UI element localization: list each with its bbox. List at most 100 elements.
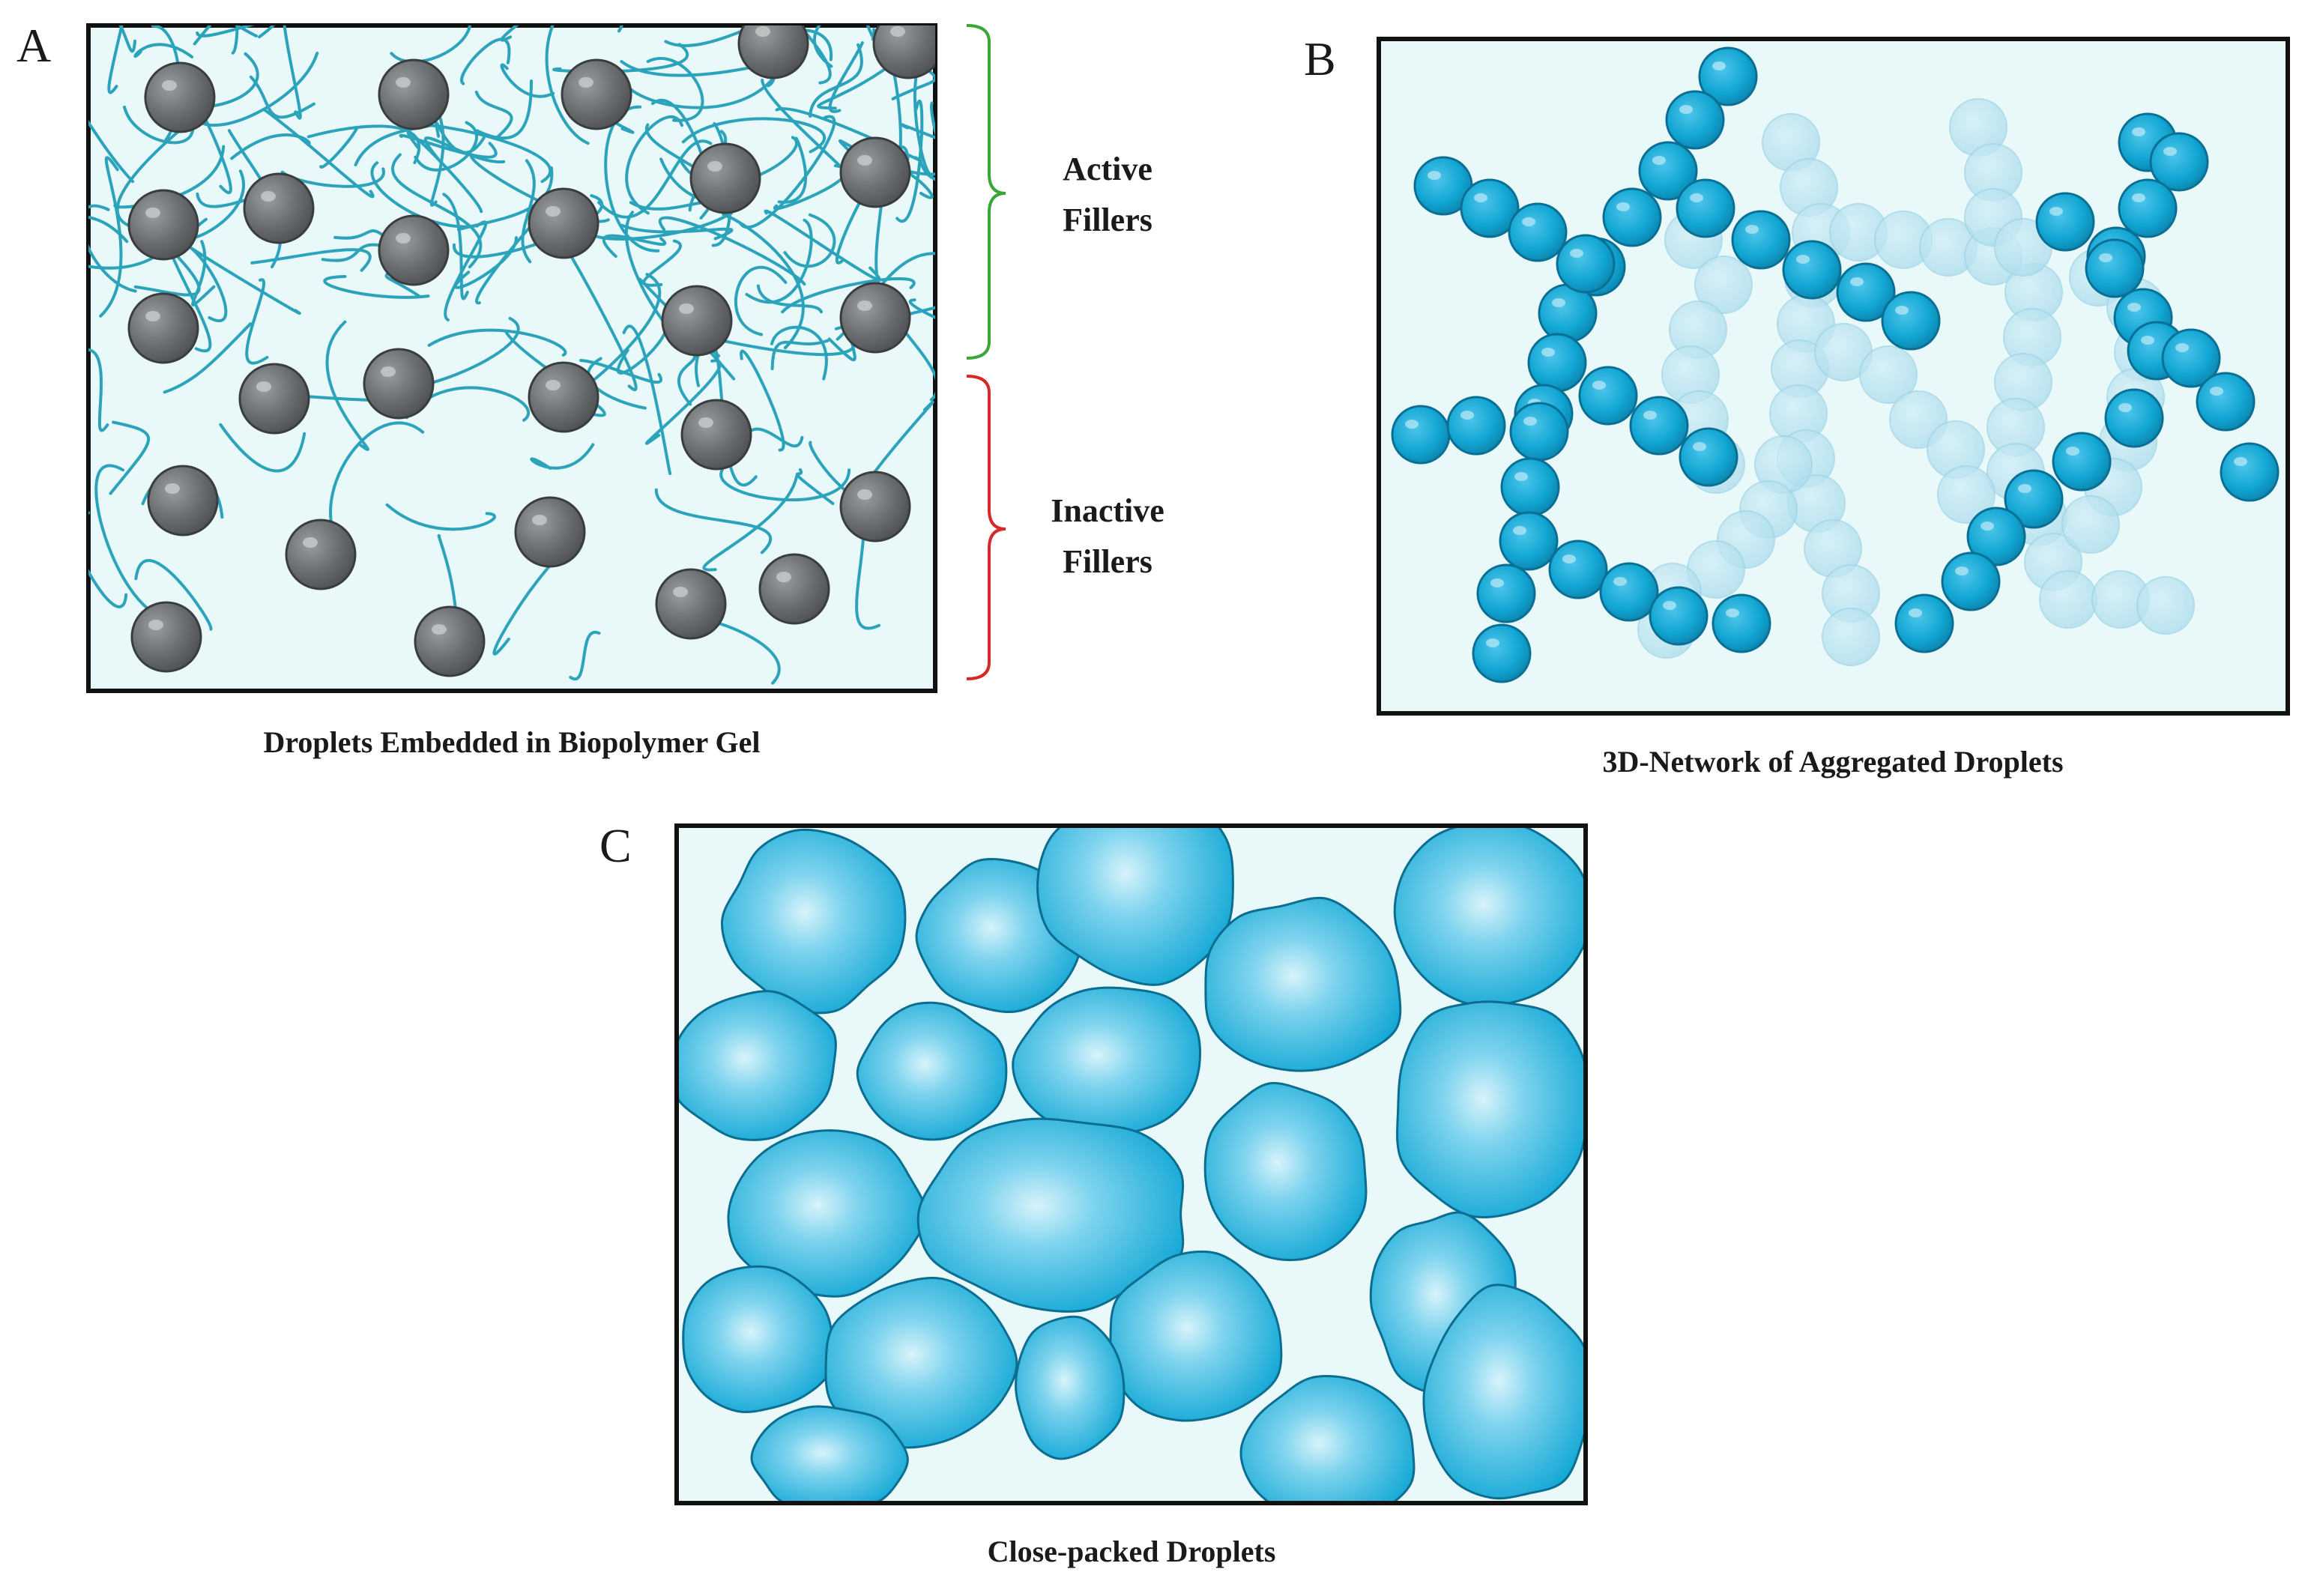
filler-droplet	[737, 25, 809, 79]
foreground-droplet	[1731, 210, 1791, 270]
fiber-strand	[500, 63, 555, 98]
filler-droplet	[839, 471, 911, 542]
fiber-strand	[194, 51, 319, 127]
fiber-strand	[740, 349, 785, 452]
fiber-strand	[88, 348, 109, 432]
fiber-strand	[828, 41, 864, 113]
fiber-strand	[795, 468, 835, 505]
panel-a-letter: A	[16, 19, 51, 72]
filler-droplet	[378, 214, 450, 286]
fiber-strand	[567, 252, 638, 391]
filler-highlight	[162, 80, 177, 91]
panel-c-letter: C	[599, 819, 632, 872]
filler-highlight	[679, 303, 694, 314]
foreground-droplet	[1782, 240, 1842, 300]
fiber-strand	[329, 421, 425, 545]
close-packed-droplet	[1422, 1284, 1586, 1500]
fiber-strand	[391, 153, 483, 269]
fiber-strand	[722, 213, 805, 350]
fiber-strand	[262, 107, 375, 199]
foreground-droplet	[1941, 551, 2001, 611]
fiber-strand	[658, 216, 806, 286]
fiber-strand	[133, 43, 194, 58]
fiber-strand	[370, 161, 477, 229]
filler-droplet	[561, 58, 632, 130]
fiber-strand	[756, 284, 823, 314]
filler-highlight	[256, 381, 271, 392]
fiber-strand	[719, 467, 851, 502]
filler-highlight	[857, 489, 872, 500]
foreground-droplet	[1527, 333, 1587, 393]
close-packed-droplet	[677, 990, 837, 1141]
droplet-highlight	[2066, 447, 2079, 456]
inactive-fillers-bracket	[966, 375, 1006, 680]
filler-highlight	[381, 366, 396, 377]
filler-droplet	[514, 496, 586, 568]
panel-c-caption: Close-packed Droplets	[988, 1535, 1276, 1568]
filler-droplet	[378, 58, 450, 130]
fiber-strand	[930, 101, 935, 137]
fiber-strand	[99, 156, 123, 318]
droplet-highlight	[2049, 207, 2063, 216]
filler-highlight	[396, 233, 411, 244]
background-droplet	[2136, 576, 2195, 635]
fiber-strand	[460, 37, 511, 85]
foreground-droplet	[1602, 187, 1662, 247]
droplet-highlight	[2234, 457, 2247, 466]
panel-a: A Active Fillers Inactive Fillers Drople…	[16, 19, 1164, 759]
filler-highlight	[145, 311, 160, 321]
fiber-strand	[250, 248, 372, 272]
fiber-strand	[734, 265, 788, 336]
fiber-strand	[625, 115, 683, 215]
fiber-strand	[702, 474, 799, 572]
filler-droplet	[363, 348, 435, 420]
filler-droplet	[238, 363, 310, 435]
close-packed-droplet	[1204, 896, 1402, 1072]
droplet-highlight	[1616, 202, 1630, 211]
filler-droplets	[127, 25, 935, 677]
foreground-droplet	[2161, 328, 2221, 388]
foreground-droplet	[1446, 396, 1506, 456]
foreground-droplet	[1638, 141, 1698, 201]
fiber-strand	[809, 43, 863, 118]
droplet-highlight	[1522, 217, 1535, 226]
fiber-strand	[569, 630, 601, 681]
foreground-droplet	[1712, 593, 1771, 653]
fiber-strand	[817, 53, 906, 110]
foreground-droplet	[2052, 432, 2112, 492]
droplet-highlight	[1613, 577, 1627, 586]
fiber-strand	[444, 220, 488, 321]
close-packed-droplet	[1109, 1250, 1283, 1422]
filler-highlight	[698, 417, 713, 428]
foreground-droplet	[1499, 511, 1559, 571]
fiber-strand	[530, 443, 595, 470]
droplet-highlight	[2127, 303, 2141, 312]
foreground-droplet	[1629, 396, 1689, 456]
filler-highlight	[546, 380, 561, 390]
fiber-strand	[88, 247, 168, 270]
droplet-highlight	[1693, 442, 1706, 451]
fiber-strand	[899, 123, 935, 139]
fiber-strand	[427, 328, 567, 357]
fiber-strand	[88, 215, 129, 244]
filler-droplet	[655, 568, 727, 640]
fiber-strand	[219, 423, 306, 473]
fiber-strand	[908, 298, 935, 319]
fiber-strand	[399, 133, 498, 159]
foreground-droplet	[1966, 507, 2026, 566]
fiber-strand	[918, 158, 935, 181]
filler-highlight	[546, 206, 561, 217]
background-droplet	[2039, 570, 2097, 629]
fiber-strand	[646, 57, 704, 122]
foreground-droplet	[1599, 562, 1659, 622]
background-droplet	[1694, 256, 1753, 314]
droplet-highlight	[1486, 638, 1499, 647]
active-fillers-label-line1: Active	[1063, 151, 1152, 187]
close-packed-droplet	[856, 1001, 1008, 1141]
droplet-highlight	[2210, 387, 2223, 396]
close-packed-droplet	[721, 828, 907, 1015]
filler-droplet	[147, 465, 219, 536]
droplet-highlight	[2018, 484, 2031, 493]
close-packed-droplets	[677, 826, 1586, 1503]
